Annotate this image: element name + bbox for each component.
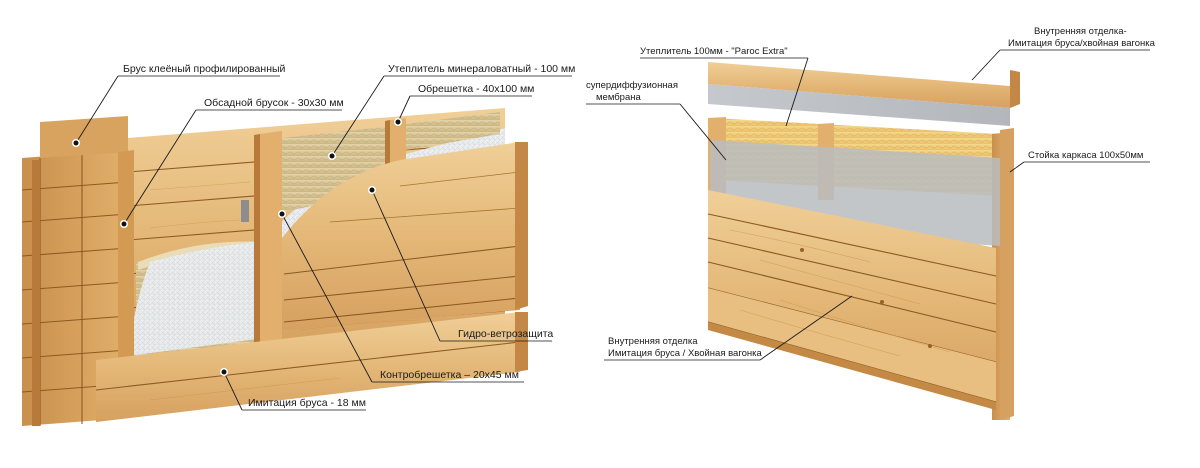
label-lathing: Обрешетка - 40х100 мм — [418, 83, 534, 95]
imitation-beam-cladding — [95, 142, 528, 422]
callout-inner-finish-bottom: Внутренняя отделка Имитация бруса / Хвой… — [604, 295, 853, 361]
label-inner-finish-top-2: Имитация бруса/хвойная вагонка — [1008, 38, 1156, 49]
label-membrane-2: мембрана — [596, 92, 641, 103]
callout-wind-barrier: Гидро-ветрозащита — [368, 186, 553, 342]
label-inner-finish-bottom-1: Внутренняя отделка — [608, 336, 698, 347]
label-paroc: Утеплитель 100мм - "Paroc Extra" — [640, 46, 788, 57]
callout-membrane: супердиффузионная мембрана — [586, 80, 727, 161]
right-callouts: Утеплитель 100мм - "Paroc Extra" суперди… — [586, 26, 1156, 361]
left-callouts: Брус клеёный профилированный Обсадной бр… — [72, 63, 575, 411]
label-glued-beam: Брус клеёный профилированный — [123, 63, 286, 75]
label-wind-barrier: Гидро-ветрозащита — [458, 328, 553, 340]
back-grey-layer — [708, 84, 1010, 126]
callout-paroc: Утеплитель 100мм - "Paroc Extra" — [640, 46, 809, 127]
lathing-studs — [118, 118, 406, 360]
wood-grain-left — [149, 181, 421, 401]
label-membrane-1: супердиффузионная — [586, 80, 678, 91]
log-corner — [21, 116, 129, 426]
label-counter-lathing: Контробрешетка – 20х45 мм — [380, 369, 519, 381]
label-casing-bar: Обсадной брусок - 30х30 мм — [204, 97, 344, 109]
callout-lathing: Обрешетка - 40х100 мм — [394, 83, 534, 126]
label-inner-finish-top-1: Внутренняя отделка- — [1034, 26, 1127, 37]
callout-frame-post: Стойка каркаса 100х50мм — [1009, 150, 1150, 173]
callout-casing-bar: Обсадной брусок - 30х30 мм — [120, 97, 344, 228]
casing-bar-bracket — [241, 200, 249, 222]
callout-imitation-beam: Имитация бруса - 18 мм — [220, 368, 366, 411]
left-wall-illustration — [21, 108, 528, 426]
label-frame-post: Стойка каркаса 100х50мм — [1028, 150, 1143, 161]
callout-counter-lathing: Контробрешетка – 20х45 мм — [278, 210, 524, 383]
right-wall-illustration — [707, 62, 1020, 420]
label-inner-finish-bottom-2: Имитация бруса / Хвойная вагонка — [608, 348, 762, 359]
label-imitation-beam: Имитация бруса - 18 мм — [248, 397, 366, 409]
inner-finish-top — [708, 62, 1020, 108]
callout-insulation-left: Утеплитель минераловатный - 100 мм — [328, 63, 575, 160]
callout-inner-finish-top: Внутренняя отделка- Имитация бруса/хвойн… — [971, 26, 1156, 81]
callout-glued-beam: Брус клеёный профилированный — [72, 63, 286, 147]
label-insulation-left: Утеплитель минераловатный - 100 мм — [388, 63, 575, 75]
